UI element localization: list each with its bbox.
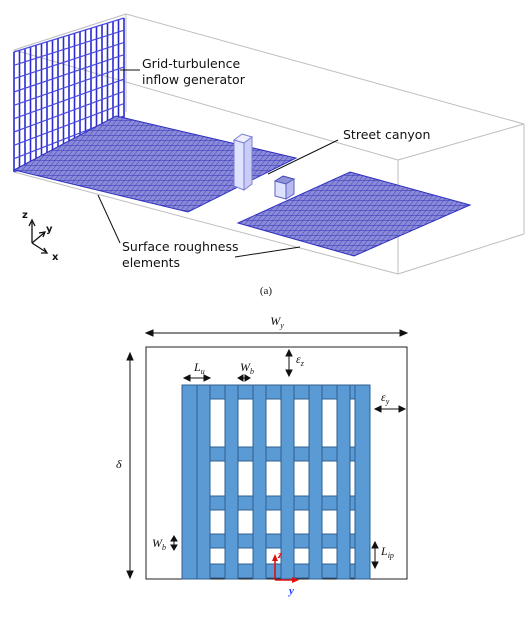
dim-label-ez: εz [296,352,305,368]
roughness-array [181,384,371,580]
axis-label-z-top: z [22,210,28,221]
label-elements: elements [122,255,180,270]
fence-rail [13,78,125,120]
label-street-canyon: Street canyon [343,127,430,142]
roughness-patch-upstream [12,115,298,213]
dimension-arrows [126,329,409,580]
fence-rail [13,29,125,66]
axis-label-x-top: x [52,252,59,263]
axis-label-y-top: y [46,224,53,235]
fence-rail [13,102,125,146]
vertical-bar [196,384,211,580]
label-grid-turbulence: Grid-turbulence [142,56,241,71]
label-inflow-generator: inflow generator [142,72,246,87]
leader-lines [97,69,339,258]
vertical-bar [252,384,267,580]
label-surface-roughness: Surface roughness [122,239,239,254]
axis-label-y-bottom: y [287,585,294,597]
edge-post-left [181,384,198,580]
axes-triad-3d [28,218,49,254]
short-building [273,175,296,200]
roughness-patch-downstream [236,171,472,257]
axes-triad-2d [272,554,299,583]
edge-post-right [354,384,371,580]
dim-label-delta: δ [116,457,122,471]
vertical-bar [280,384,295,580]
fence-rail [13,41,125,80]
dim-label-wb-side: Wb [152,536,166,552]
dim-label-ey: εy [381,390,390,406]
caption-a: (a) [260,285,273,297]
dim-label-wb-top: Wb [240,360,254,376]
axis-label-z-bottom: z [277,549,283,561]
fence-rail [13,54,125,93]
fence-rail [13,66,125,106]
grid-turbulence-generator [13,17,125,173]
fence-rail [13,90,125,133]
tall-building [232,133,254,191]
dim-label-lu: Lu [193,360,205,376]
fence-rail [13,17,125,53]
vertical-bar [224,384,239,580]
vertical-bar [336,384,351,580]
dim-label-wy: Wy [270,314,284,330]
dim-label-lip: Lip [380,544,394,560]
vertical-bar [308,384,323,580]
